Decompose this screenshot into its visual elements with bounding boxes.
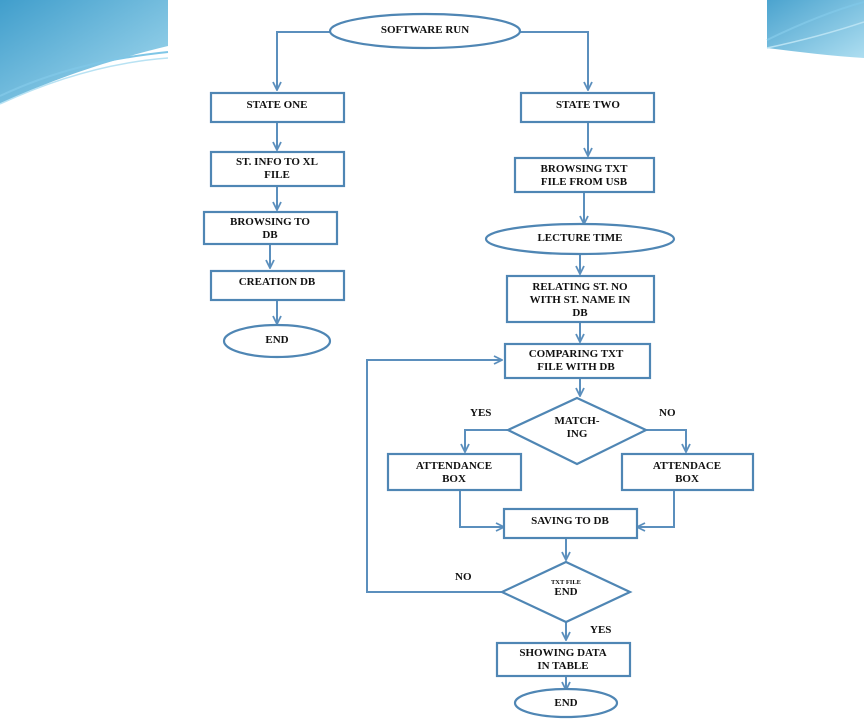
end-yes-label: YES <box>590 624 611 636</box>
matching-line-2: ING <box>567 428 588 440</box>
browsing-txt-box: BROWSING TXT FILE FROM USB <box>513 156 656 194</box>
showing-line-2: IN TABLE <box>537 660 588 672</box>
attendace-box: ATTENDACE BOX <box>620 452 755 492</box>
attendace-line-2: BOX <box>675 473 699 485</box>
start-label: SOFTWARE RUN <box>381 24 469 36</box>
attendance-line-2: BOX <box>442 473 466 485</box>
comparing-line-1: COMPARING TXT <box>529 348 624 360</box>
attendace-line-1: ATTENDACE <box>653 460 721 472</box>
saving-box: SAVING TO DB <box>502 507 639 540</box>
matching-line-1: MATCH- <box>554 415 599 427</box>
txt-end-label: END <box>554 586 577 598</box>
showing-line-1: SHOWING DATA <box>519 647 606 659</box>
lecture-time-oval: LECTURE TIME <box>484 222 676 256</box>
attendance-box: ATTENDANCE BOX <box>386 452 523 492</box>
relating-line-3: DB <box>572 307 588 319</box>
decorative-swoosh-left <box>0 0 169 105</box>
no-label: NO <box>659 407 676 419</box>
browsing-db-line-2: DB <box>262 229 278 241</box>
st-info-line-2: FILE <box>264 169 290 181</box>
yes-label: YES <box>470 407 491 419</box>
decorative-swoosh-right <box>766 0 864 58</box>
matching-diamond: MATCH- ING <box>505 396 649 466</box>
lecture-time-label: LECTURE TIME <box>537 232 622 244</box>
txt-end-diamond: TXT FILE END <box>499 560 633 624</box>
loop-no-label: NO <box>455 571 472 583</box>
relating-box: RELATING ST. NO WITH ST. NAME IN DB <box>505 274 656 324</box>
browsing-db-line-1: BROWSING TO <box>230 216 310 228</box>
browsing-db-box: BROWSING TO DB <box>202 210 339 246</box>
comparing-box: COMPARING TXT FILE WITH DB <box>503 342 652 380</box>
end-final-oval: END <box>513 687 619 719</box>
start-oval: SOFTWARE RUN <box>328 12 522 50</box>
connectors <box>270 31 686 690</box>
browsing-txt-line-1: BROWSING TXT <box>541 163 629 175</box>
relating-line-1: RELATING ST. NO <box>532 281 628 293</box>
state-one-box: STATE ONE <box>209 91 346 124</box>
attendance-line-1: ATTENDANCE <box>416 460 492 472</box>
saving-label: SAVING TO DB <box>531 515 609 527</box>
creation-db-label: CREATION DB <box>239 276 316 288</box>
relating-line-2: WITH ST. NAME IN <box>530 294 631 306</box>
st-info-line-1: ST. INFO TO XL <box>236 156 318 168</box>
txt-file-small-label: TXT FILE <box>551 579 581 586</box>
st-info-box: ST. INFO TO XL FILE <box>209 150 346 188</box>
end-left-label: END <box>265 334 288 346</box>
end-left-oval: END <box>222 323 332 359</box>
state-two-box: STATE TWO <box>519 91 656 124</box>
creation-db-box: CREATION DB <box>209 269 346 302</box>
showing-data-box: SHOWING DATA IN TABLE <box>495 641 632 678</box>
state-two-label: STATE TWO <box>556 99 620 111</box>
comparing-line-2: FILE WITH DB <box>537 361 615 373</box>
browsing-txt-line-2: FILE FROM USB <box>541 176 628 188</box>
state-one-label: STATE ONE <box>246 99 307 111</box>
end-final-label: END <box>554 697 577 709</box>
